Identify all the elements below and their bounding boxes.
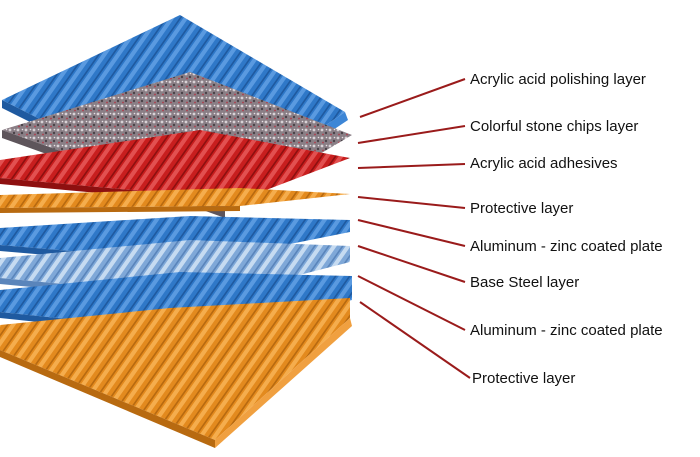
- leader-line: [357, 245, 466, 283]
- label-base-steel: Base Steel layer: [470, 274, 579, 291]
- label-acrylic-polishing: Acrylic acid polishing layer: [470, 71, 646, 88]
- label-acrylic-adhesives: Acrylic acid adhesives: [470, 155, 618, 172]
- leader-line: [357, 125, 466, 144]
- leader-line: [357, 219, 466, 247]
- label-aluzinc-bottom: Aluminum - zinc coated plate: [470, 322, 663, 339]
- sheet-protective-top: [0, 188, 350, 213]
- layer-labels: Acrylic acid polishing layer Colorful st…: [470, 71, 663, 387]
- label-aluzinc-top: Aluminum - zinc coated plate: [470, 238, 663, 255]
- leader-line: [359, 301, 471, 379]
- sheet-protective-bottom: [0, 298, 352, 448]
- leader-line: [357, 275, 466, 331]
- leader-line: [357, 196, 466, 209]
- label-protective-bottom: Protective layer: [472, 370, 575, 387]
- label-stone-chips: Colorful stone chips layer: [470, 118, 638, 135]
- leader-lines: [357, 78, 471, 379]
- leader-line: [357, 163, 466, 169]
- leader-line: [359, 78, 466, 118]
- label-protective-top: Protective layer: [470, 200, 573, 217]
